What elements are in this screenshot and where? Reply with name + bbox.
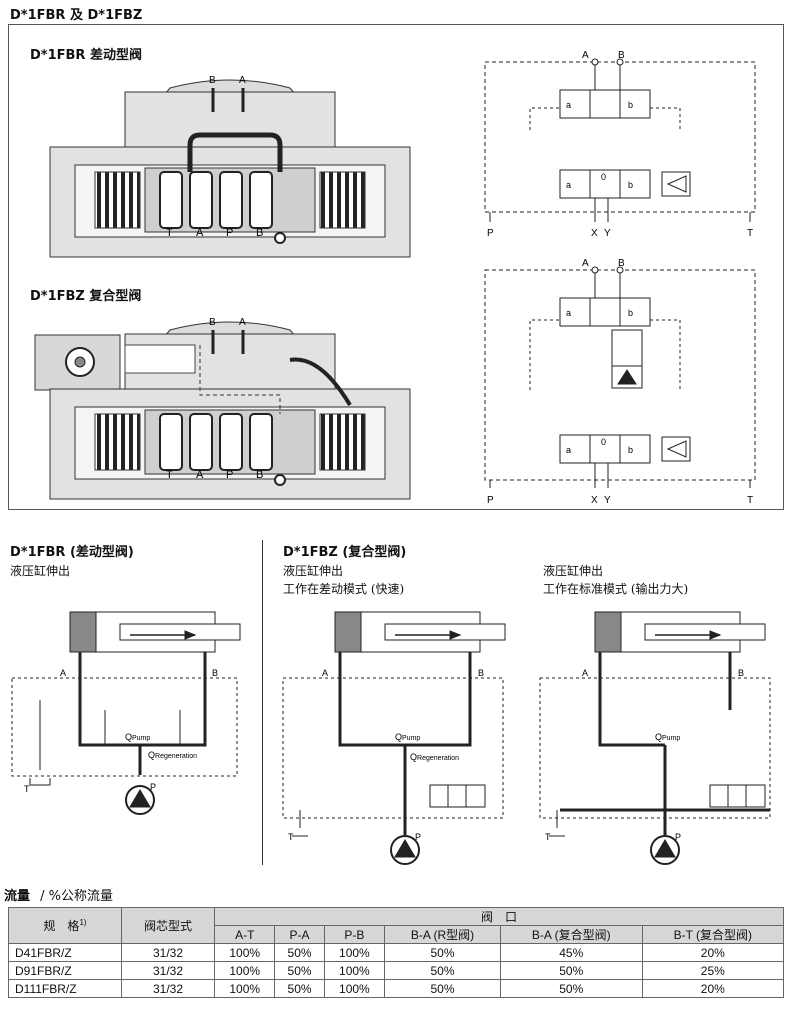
fbr-spool-port-a: A — [196, 227, 204, 239]
circuit-middle-diagram — [282, 611, 506, 865]
fbr-sch-port-a-icon — [591, 58, 599, 66]
fbz-sch-label-y: Y — [604, 495, 611, 506]
fbr-sch-label-a: A — [582, 50, 589, 61]
circuit-right-label-b: B — [738, 668, 744, 678]
circuit-diagrams: A B T P QPump QRegeneration A B T P QPum… — [11, 611, 771, 865]
circuit-right-label-a: A — [582, 668, 588, 678]
circuit-left-title: D*1FBR (差动型阀) — [10, 545, 134, 560]
circuit-left-diagram — [11, 611, 241, 815]
circuit-middle-label-b: B — [478, 668, 484, 678]
fbz-sch-label-a: A — [582, 258, 589, 269]
fbr-sch-label-b: B — [618, 50, 625, 61]
fbr-spool-label-b: b — [628, 100, 633, 110]
circuit-divider — [262, 540, 263, 865]
fbz-sch-port-a-icon — [591, 266, 599, 274]
flow-table: 规 格1) 阀芯型式 阀 口 A-T P-A P-B B-A (R型阀) B-A… — [8, 907, 785, 998]
col-spec-header: 规 格1) — [8, 907, 122, 944]
fbr-port-a-label: A — [239, 75, 246, 86]
fbz-spool-port-p: P — [226, 469, 233, 481]
circuit-left-line1: 液压缸伸出 — [10, 564, 71, 578]
port-group-header: 阀 口 — [214, 907, 784, 926]
fbr-pilot-label-b: b — [628, 180, 633, 190]
fbz-spool-label-b: b — [628, 308, 633, 318]
circuit-right-line1: 液压缸伸出 — [543, 564, 604, 578]
port-header-b-a-z: B-A (复合型阀) — [499, 925, 643, 944]
circuit-left-qregen: QRegeneration — [148, 750, 197, 760]
fbr-spool-port-b: B — [256, 227, 263, 239]
fbr-pilot-label-a: a — [566, 180, 571, 190]
circuit-middle-label-p: P — [415, 832, 421, 842]
fbr-section-title: D*1FBR 差动型阀 — [30, 48, 142, 63]
circuit-middle-label-a: A — [322, 668, 328, 678]
port-header-a-t: A-T — [213, 925, 276, 944]
fbr-spool-port-p: P — [226, 227, 233, 239]
fbz-port-b-label: B — [209, 317, 216, 328]
circuit-right-label-t: T — [545, 832, 551, 842]
port-header-p-b: P-B — [323, 925, 386, 944]
flow-title: 流量 — [4, 889, 31, 904]
fbr-sch-label-t: T — [747, 228, 753, 239]
fbz-spool-port-a: A — [196, 469, 204, 481]
fbr-sch-label-y: Y — [604, 228, 611, 239]
fbr-pilot-label-0: 0 — [601, 172, 606, 182]
circuit-middle-qregen: QRegeneration — [410, 752, 459, 762]
circuit-middle-line2: 工作在差动模式 (快速) — [283, 582, 405, 596]
fbz-pilot-label-b: b — [628, 445, 633, 455]
circuit-right-qpump: QPump — [655, 732, 680, 742]
fbr-sch-label-x: X — [591, 228, 598, 239]
circuit-left-label-t: T — [24, 784, 30, 794]
circuit-middle-line1: 液压缸伸出 — [283, 564, 344, 578]
table-row: D41FBR/Z 31/32 100% 50% 100% 50% 45% 20% — [8, 943, 785, 962]
fbz-port-a-label: A — [239, 317, 246, 328]
fbz-sch-label-t: T — [747, 495, 753, 506]
circuit-left-qpump: QPump — [125, 732, 150, 742]
table-row: D91FBR/Z 31/32 100% 50% 100% 50% 50% 25% — [8, 961, 785, 980]
fbz-section-title: D*1FBZ 复合型阀 — [30, 289, 142, 304]
circuit-left-label-p: P — [150, 782, 156, 792]
fbz-spool-label-a: a — [566, 308, 571, 318]
fbr-sch-port-b-icon — [616, 58, 624, 66]
valve-drawings: B A T A P B B A T A P B — [34, 50, 756, 506]
circuit-left-label-b: B — [212, 668, 218, 678]
fbz-pilot-label-0: 0 — [601, 437, 606, 447]
fbr-sch-label-p: P — [487, 228, 494, 239]
circuit-middle-title: D*1FBZ (复合型阀) — [283, 545, 407, 560]
fbz-pilot-label-a: a — [566, 445, 571, 455]
circuit-middle-label-t: T — [288, 832, 294, 842]
circuit-middle-qpump: QPump — [395, 732, 420, 742]
port-header-b-t-z: B-T (复合型阀) — [641, 925, 785, 944]
page-title: D*1FBR 及 D*1FBZ — [10, 8, 143, 23]
port-header-p-a: P-A — [274, 925, 325, 944]
fbz-spool-port-b: B — [256, 469, 263, 481]
circuit-right-label-p: P — [675, 832, 681, 842]
fbz-sch-label-b: B — [618, 258, 625, 269]
fbr-hydraulic-schematic — [484, 61, 756, 222]
flow-subtitle: / %公称流量 — [40, 889, 114, 904]
fbr-port-b-label: B — [209, 75, 216, 86]
fbz-sch-label-p: P — [487, 495, 494, 506]
circuit-left-label-a: A — [60, 668, 66, 678]
circuit-right-line2: 工作在标准模式 (输出力大) — [543, 582, 689, 596]
fbz-sch-label-x: X — [591, 495, 598, 506]
flow-section-heading: 流量 / %公称流量 — [4, 885, 113, 904]
valve-cross-section-panel — [8, 24, 784, 510]
fbz-cross-section — [34, 321, 411, 500]
fbz-hydraulic-schematic — [484, 269, 756, 488]
fbz-sch-port-b-icon — [616, 266, 624, 274]
fbz-spool-port-t: T — [166, 469, 173, 481]
fbr-cross-section — [49, 79, 411, 258]
col-spool-header: 阀芯型式 — [121, 907, 215, 944]
circuit-right-diagram — [539, 611, 771, 865]
fbr-spool-label-a: a — [566, 100, 571, 110]
port-header-b-a-r: B-A (R型阀) — [384, 925, 501, 944]
table-row: D111FBR/Z 31/32 100% 50% 100% 50% 50% 20… — [8, 979, 785, 998]
fbr-spool-port-t: T — [166, 227, 173, 239]
